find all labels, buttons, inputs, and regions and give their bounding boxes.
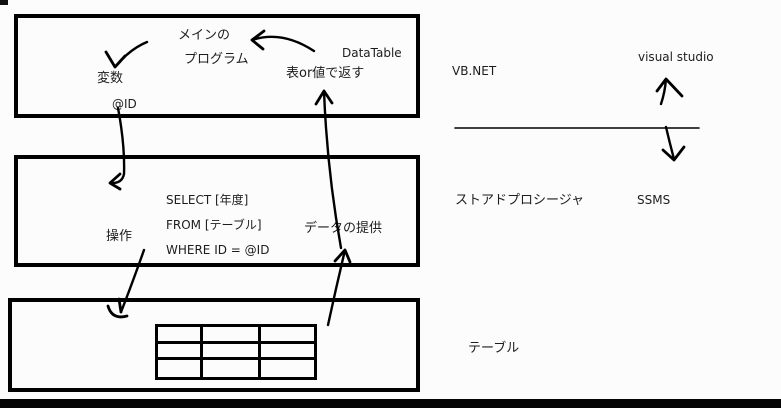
label-datatable: DataTable [342,46,402,60]
label-sql-from: FROM [テーブル] [166,218,262,232]
table-cell [202,327,262,344]
bottom-bar [0,399,781,408]
label-main-program-line2: プログラム [184,52,249,67]
stored-procedure-layer-box [14,155,420,267]
label-table: テーブル [468,341,520,356]
table-cell [158,327,203,344]
table-cell [261,360,314,377]
table-cell [203,360,262,377]
table-sketch [155,324,317,380]
label-vbnet: VB.NET [452,64,497,78]
table-cell [202,343,262,361]
label-operation: 操作 [106,229,133,244]
label-data-provision: データの提供 [304,221,383,236]
table-cell [261,327,314,344]
label-id-param: @ID [112,97,137,111]
table-cell [261,344,314,361]
label-visual-studio: visual studio [638,50,714,64]
arrow-up-visual-studio [655,77,684,106]
vbnet-layer-box [14,14,420,118]
table-cell [158,360,203,377]
table-cell [158,343,203,361]
arrow-down-ssms [661,125,686,162]
label-main-program-line1: メインの [178,28,231,43]
label-return-note: 表or値で返す [286,66,365,81]
label-ssms: SSMS [637,193,671,207]
label-sql-select: SELECT [年度] [166,193,249,207]
table-layer-box [8,298,420,392]
label-variable: 変数 [97,71,124,86]
label-stored-procedure: ストアドプロシージャ [455,193,585,208]
label-sql-where: WHERE ID = @ID [166,243,270,257]
corner-mark [0,0,8,5]
